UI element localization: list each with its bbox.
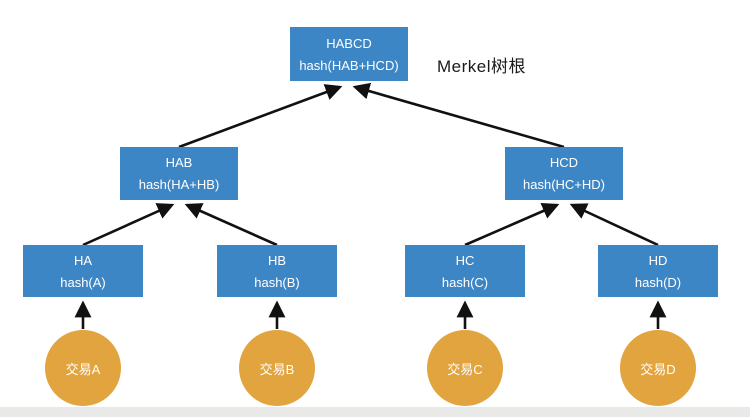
node-hc-label: HC [455, 252, 475, 268]
node-hab: HAB hash(HA+HB) [120, 147, 238, 200]
node-hcd-hash: hash(HC+HD) [523, 177, 605, 192]
root-caption: Merkel树根 [437, 57, 527, 76]
node-habcd: HABCD hash(HAB+HCD) [290, 27, 408, 81]
arrow-ha-to-hab [82, 203, 175, 247]
leaf-transaction-c: 交易C [427, 330, 503, 406]
leaf-transaction-b-label: 交易B [259, 361, 295, 377]
node-hab-hash: hash(HA+HB) [138, 177, 220, 192]
leaf-transaction-a-label: 交易A [65, 361, 101, 377]
node-hb-label: HB [267, 252, 287, 268]
footer-bar [0, 407, 750, 417]
node-hab-label: HAB [165, 155, 193, 170]
node-ha-label: HA [73, 252, 93, 268]
node-habcd-hash: hash(HAB+HCD) [299, 57, 399, 73]
arrow-hb-to-hab [184, 203, 278, 247]
node-hc-hash: hash(C) [441, 274, 489, 290]
arrow-hab-to-root [178, 84, 343, 149]
node-hd-hash: hash(D) [634, 274, 682, 290]
leaf-transaction-d: 交易D [620, 330, 696, 406]
arrow-hcd-to-root [352, 82, 565, 149]
node-ha-hash: hash(A) [60, 274, 106, 290]
node-hd-label: HD [648, 252, 668, 268]
node-habcd-label: HABCD [326, 35, 372, 51]
leaf-transaction-c-label: 交易C [447, 361, 483, 377]
node-hcd: HCD hash(HC+HD) [505, 147, 623, 200]
node-hd: HD hash(D) [598, 245, 718, 297]
node-hc: HC hash(C) [405, 245, 525, 297]
node-hcd-label: HCD [549, 155, 579, 170]
leaf-transaction-a: 交易A [45, 330, 121, 406]
arrow-hd-to-hcd [569, 203, 659, 247]
leaf-transaction-b: 交易B [239, 330, 315, 406]
node-ha: HA hash(A) [23, 245, 143, 297]
arrow-hc-to-hcd [464, 202, 560, 247]
leaf-transaction-d-label: 交易D [640, 361, 676, 377]
node-hb: HB hash(B) [217, 245, 337, 297]
node-hb-hash: hash(B) [254, 274, 300, 290]
